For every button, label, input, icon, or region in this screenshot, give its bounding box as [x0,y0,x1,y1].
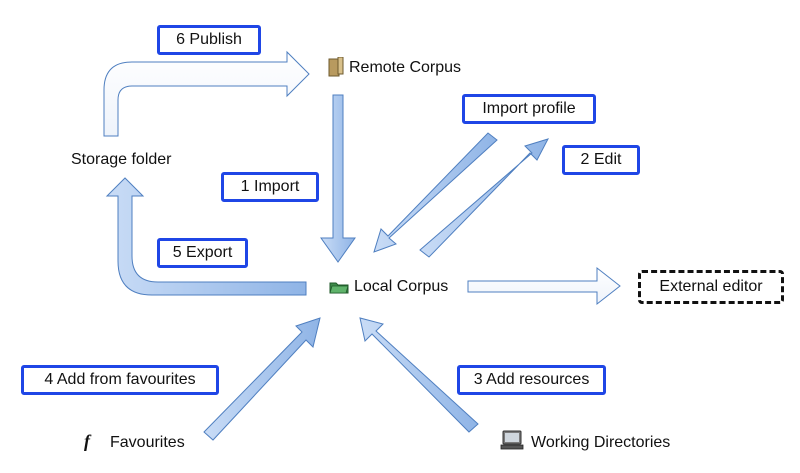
external-editor-label: External editor [659,278,763,295]
step-edit: 2 Edit [562,145,640,175]
computer-icon [500,430,524,450]
step-add-from-favourites: 4 Add from favourites [21,365,219,395]
storage-folder-label: Storage folder [71,151,172,168]
add-resources-arrow [359,317,479,433]
add-from-favourites-arrow [203,317,321,441]
step-import: 1 Import [221,172,319,202]
remote-corpus-label: Remote Corpus [349,59,462,76]
step-publish: 6 Publish [157,25,261,55]
folder-icon [329,282,349,294]
favourites-icon: f [84,431,90,451]
import-profile-arrow [373,132,498,253]
export-arrow [105,177,307,296]
step-add-resources: 3 Add resources [457,365,606,395]
step-import-profile: Import profile [462,94,596,124]
edit-arrow [419,138,549,258]
favourites-label: Favourites [110,434,185,451]
step-export: 5 Export [157,238,248,268]
working-directories-label: Working Directories [531,434,671,451]
publish-arrow [103,50,310,137]
external-editor-box: External editor [638,270,784,304]
external-editor-arrow [467,266,621,306]
book-icon [328,57,344,77]
import-arrow [320,94,356,263]
local-corpus-label: Local Corpus [354,278,449,295]
